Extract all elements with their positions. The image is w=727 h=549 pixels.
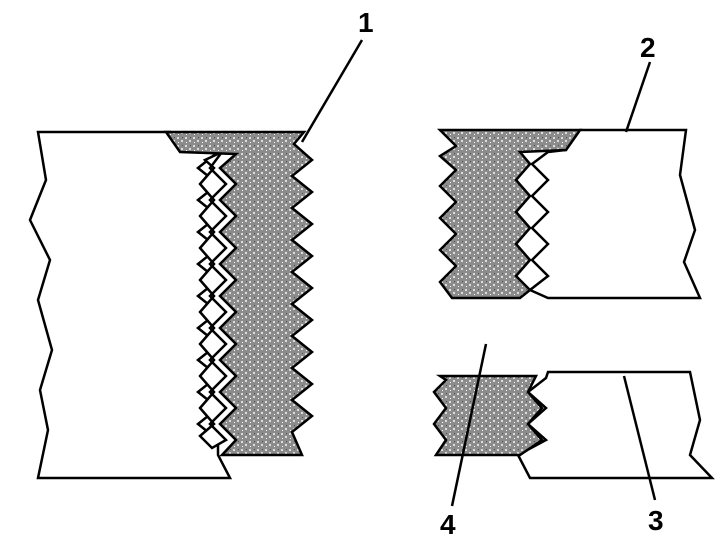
right-upper-insert	[436, 128, 583, 300]
right-lower-base-outline	[516, 370, 715, 480]
installed-insert	[163, 130, 315, 457]
leader-line-2	[624, 61, 652, 133]
callout-4: 4	[440, 509, 456, 540]
callout-1: 1	[358, 7, 374, 38]
right-lower-workpiece	[432, 370, 715, 480]
right-upper-base-outline	[527, 128, 702, 300]
right-lower-insert	[432, 374, 544, 457]
left-workpiece	[28, 130, 315, 480]
leader-line-1	[300, 39, 364, 143]
leader-line-3	[622, 375, 657, 501]
callout-3: 3	[648, 505, 664, 536]
right-upper-workpiece	[436, 128, 702, 300]
leader-line-4	[450, 343, 488, 507]
left-thread-groove	[198, 150, 229, 450]
callout-2: 2	[640, 32, 656, 63]
